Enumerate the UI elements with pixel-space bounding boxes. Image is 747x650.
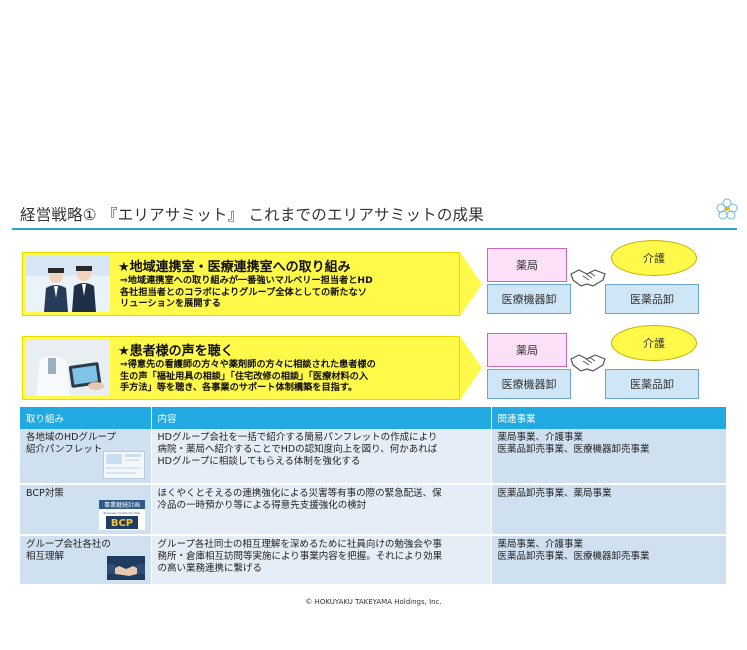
bcp-plan-thumbnail-icon: 事業継続計画 Business Continuity Plan BCP [98,500,145,530]
banner-body: ⇒得意先の看護師の方々や薬剤師の方々に相談された患者様の 生の声「福祉用具の相談… [120,359,376,393]
title-rule [12,228,737,230]
initiatives-table: 取り組み 内容 関連事業 各地域のHDグループ 紹介パンフレット HDグループ会… [20,407,727,586]
handshake-icon [570,354,606,372]
pharma-wholesale-box: 医薬品卸 [605,284,699,314]
handshake-photo-icon [106,556,145,580]
business-network-diagram: 薬局 介護 医療機器卸 医薬品卸 [487,240,705,320]
two-businessmen-photo [26,256,110,312]
column-header: 内容 [151,407,492,429]
initiative-cell: BCP対策 事業継続計画 Business Continuity Plan BC… [20,484,152,536]
doctor-tablet-photo [26,340,110,396]
banner-patient-voice: ★患者様の声を聴く ⇒得意先の看護師の方々や薬剤師の方々に相談された患者様の 生… [22,336,482,400]
business-network-diagram: 薬局 介護 医療機器卸 医薬品卸 [487,325,705,405]
banner-body: ⇒地域連携室への取り組みが一番強いマルベリー担当者とHD 各社担当者とのコラボに… [120,275,373,309]
initiative-cell: グループ会社各社の 相互理解 [20,535,152,586]
table-row: 各地域のHDグループ 紹介パンフレット HDグループ会社を一括で紹介する簡易パン… [20,429,727,485]
content-cell: グループ各社同士の相互理解を深めるために社員向けの勉強会や事 務所・倉庫相互訪問… [151,535,492,586]
care-box: 介護 [611,240,697,276]
pharma-wholesale-box: 医薬品卸 [605,369,699,399]
banner-regional-liaison: ★地域連携室・医療連携室への取り組み ⇒地域連携室への取り組みが一番強いマルベリ… [22,252,482,316]
column-header: 取り組み [20,407,152,429]
business-cell: 薬局事業、介護事業 医薬品卸売事業、医療機器卸売事業 [491,429,727,485]
thumb-subtitle: Business Continuity Plan [103,511,140,515]
copyright-footer: © HOKUYAKU TAKEYAMA Holdings, Inc. [305,598,442,606]
pharmacy-box: 薬局 [487,333,567,367]
table-header-row: 取り組み 内容 関連事業 [20,407,727,429]
content-cell: ほくやくとそえるの連携強化による災害等有事の際の緊急配送、保 冷品の一時預かり等… [151,484,492,536]
table-row: BCP対策 事業継続計画 Business Continuity Plan BC… [20,484,727,536]
pharmacy-box: 薬局 [487,248,567,282]
content-cell: HDグループ会社を一括で紹介する簡易パンフレットの作成により 病院・薬局へ紹介す… [151,429,492,485]
company-logo-icon [716,198,738,220]
medical-device-box: 医療機器卸 [487,369,571,399]
thumb-title: 事業継続計画 [103,501,139,509]
handshake-icon [570,269,606,287]
table-row: グループ会社各社の 相互理解 グループ各社同士の相互理解を深めるために社員向けの… [20,535,727,586]
thumb-label: BCP [110,518,132,529]
column-header: 関連事業 [491,407,727,429]
banner-heading: ★患者様の声を聴く [118,344,234,359]
pamphlet-thumbnail-icon [102,451,145,479]
initiative-cell: 各地域のHDグループ 紹介パンフレット [20,429,152,485]
care-box: 介護 [611,325,697,361]
business-cell: 医薬品卸売事業、薬局事業 [491,484,727,536]
page-title: 経営戦略① 『エリアサミット』 これまでのエリアサミットの成果 [20,206,484,224]
business-cell: 薬局事業、介護事業 医薬品卸売事業、医療機器卸売事業 [491,535,727,586]
medical-device-box: 医療機器卸 [487,284,571,314]
banner-heading: ★地域連携室・医療連携室への取り組み [118,260,351,275]
